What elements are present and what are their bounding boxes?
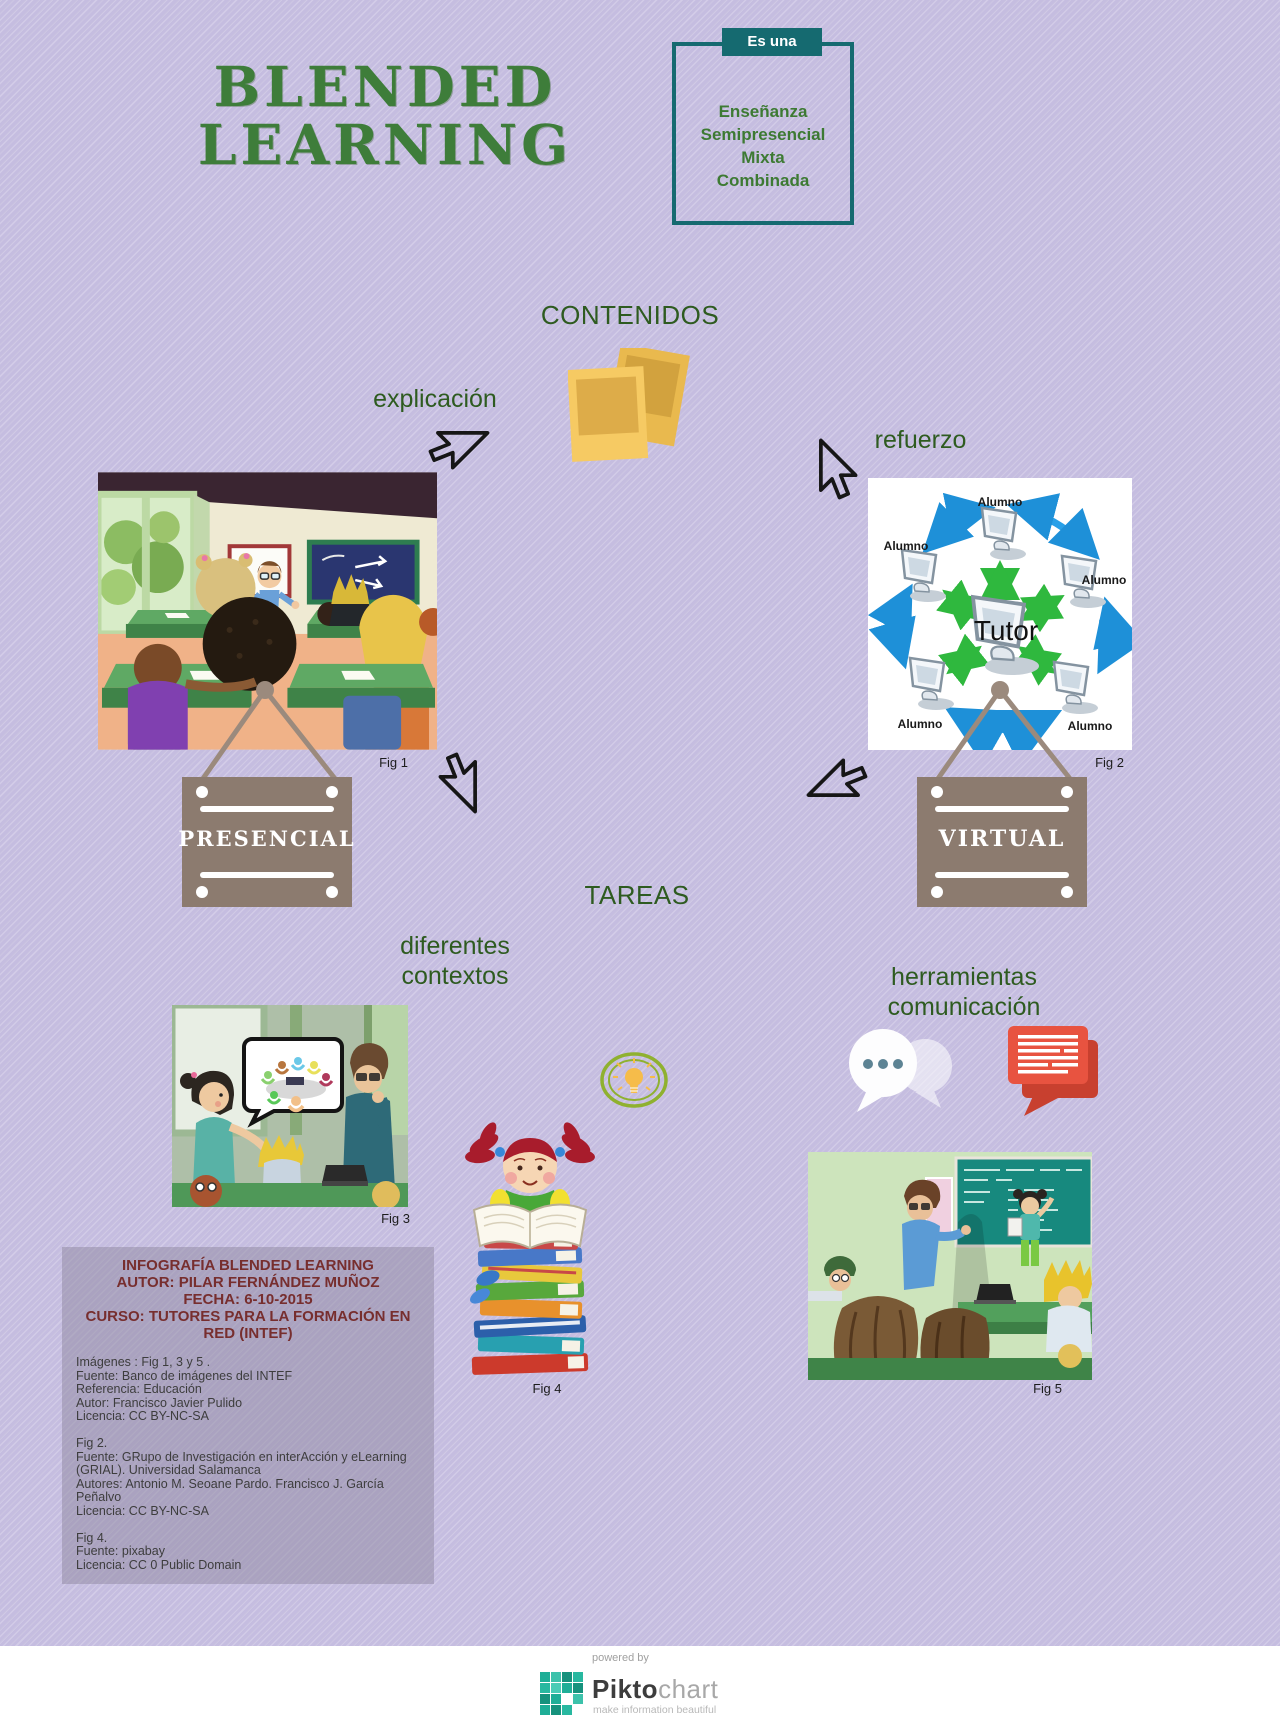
presencial-sign-label: PRESENCIAL	[178, 826, 355, 851]
fig2-tutor-alumno-diagram: Alumno Alumno Alumno Alumno Alumno Tutor	[868, 478, 1132, 750]
alumno-label: Alumno	[884, 539, 929, 553]
lightbulb-icon	[600, 1052, 668, 1108]
cursor-arrow-up-right-icon	[428, 431, 490, 470]
label-herramientas-comunicacion: herramientas comunicación	[887, 963, 1041, 1021]
label-explicacion: explicación	[373, 385, 497, 413]
fig3-discussion-image	[172, 1005, 408, 1207]
presencial-sign: PRESENCIAL	[178, 681, 355, 907]
group-people-pictogram	[260, 1057, 334, 1113]
fig3-caption: Fig 3	[381, 1211, 410, 1226]
credits-body: Imágenes : Fig 1, 3 y 5 . Fuente: Banco …	[76, 1355, 407, 1572]
messages-icon	[1008, 1026, 1098, 1116]
fig1-caption: Fig 1	[379, 755, 408, 770]
es-una-line: Semipresencial	[700, 125, 826, 144]
title-line-1: BLENDED	[213, 54, 557, 119]
fig1-classroom-image	[98, 472, 437, 750]
powered-by-text: powered by	[592, 1652, 649, 1664]
photos-icon	[568, 348, 690, 462]
virtual-sign: VIRTUAL	[917, 681, 1087, 907]
cursor-arrow-down-left-icon	[806, 758, 868, 797]
alumno-label: Alumno	[1068, 719, 1113, 733]
fig5-caption: Fig 5	[1033, 1381, 1062, 1396]
piktochart-wordmark: Piktochart	[592, 1674, 719, 1704]
page-title: BLENDED LEARNING	[195, 54, 575, 178]
cursor-arrow-up-left-icon	[819, 438, 858, 500]
es-una-line: Mixta	[741, 148, 785, 167]
fig4-caption: Fig 4	[532, 1381, 562, 1396]
credits-box: INFOGRAFÍA BLENDED LEARNING AUTOR: PILAR…	[62, 1247, 434, 1584]
credits-header: INFOGRAFÍA BLENDED LEARNING AUTOR: PILAR…	[85, 1257, 411, 1342]
chat-bubbles-icon	[849, 1029, 952, 1112]
fig4-girl-books-image	[465, 1122, 595, 1375]
tutor-label: Tutor	[974, 615, 1038, 646]
es-una-definitions: Enseñanza Semipresencial Mixta Combinada	[658, 100, 868, 192]
piktochart-tagline: make information beautiful	[593, 1704, 717, 1716]
alumno-label: Alumno	[898, 717, 943, 731]
cursor-arrow-down-right-icon	[438, 752, 477, 814]
virtual-sign-label: VIRTUAL	[938, 826, 1066, 852]
alumno-label: Alumno	[978, 495, 1023, 509]
label-diferentes-contextos: diferentes contextos	[400, 932, 510, 990]
es-una-line: Combinada	[716, 171, 810, 190]
piktochart-logo	[540, 1672, 583, 1715]
es-una-line: Enseñanza	[718, 102, 808, 121]
fig2-caption: Fig 2	[1095, 755, 1124, 770]
heading-contenidos: CONTENIDOS	[540, 300, 720, 330]
alumno-label: Alumno	[1082, 573, 1127, 587]
heading-tareas: TAREAS	[584, 880, 690, 910]
es-una-badge: Es una	[722, 28, 822, 56]
title-line-2: LEARNING	[197, 112, 573, 178]
fig5-computer-classroom-image	[808, 1152, 1092, 1380]
footer-band	[0, 1646, 1280, 1723]
label-refuerzo: refuerzo	[874, 426, 967, 454]
